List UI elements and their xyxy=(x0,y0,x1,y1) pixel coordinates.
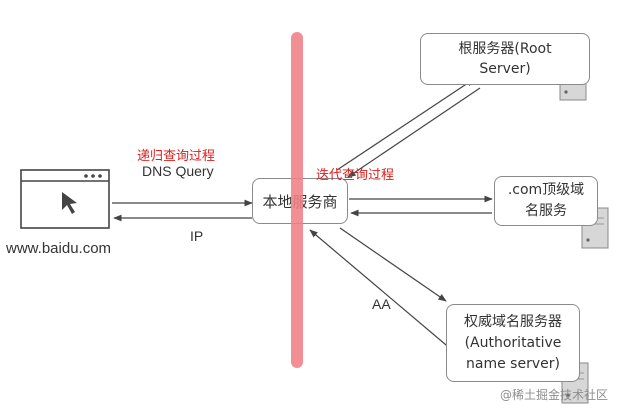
root-to-local-arrow xyxy=(347,87,481,178)
aa-label: AA xyxy=(372,296,391,312)
ip-label: IP xyxy=(190,228,204,244)
browser-url-label: www.baidu.com xyxy=(6,240,112,257)
auth-to-local-arrow xyxy=(309,229,453,351)
local-to-auth-arrow xyxy=(339,227,447,302)
com-tld-node: .com顶级域 名服务 xyxy=(494,176,598,226)
root-server-node: 根服务器(Root Server) xyxy=(420,33,590,85)
root-server-label: 根服务器(Root Server) xyxy=(458,41,552,77)
watermark-text: @稀土掘金技术社区 xyxy=(500,388,609,402)
divider-bar xyxy=(291,32,303,368)
com-tld-label: .com顶级域 名服务 xyxy=(507,182,585,219)
iterative-query-label: 迭代查询过程 xyxy=(316,168,395,183)
authoritative-server-label: 权威域名服务器 (Authoritative name server) xyxy=(464,313,562,372)
cursor-icon xyxy=(62,192,77,214)
authoritative-server-node: 权威域名服务器 (Authoritative name server) xyxy=(446,304,580,382)
dns-query-label: DNS Query xyxy=(142,163,214,179)
recursive-query-label: 递归查询过程 xyxy=(137,149,216,164)
local-to-root-arrow xyxy=(336,78,475,171)
